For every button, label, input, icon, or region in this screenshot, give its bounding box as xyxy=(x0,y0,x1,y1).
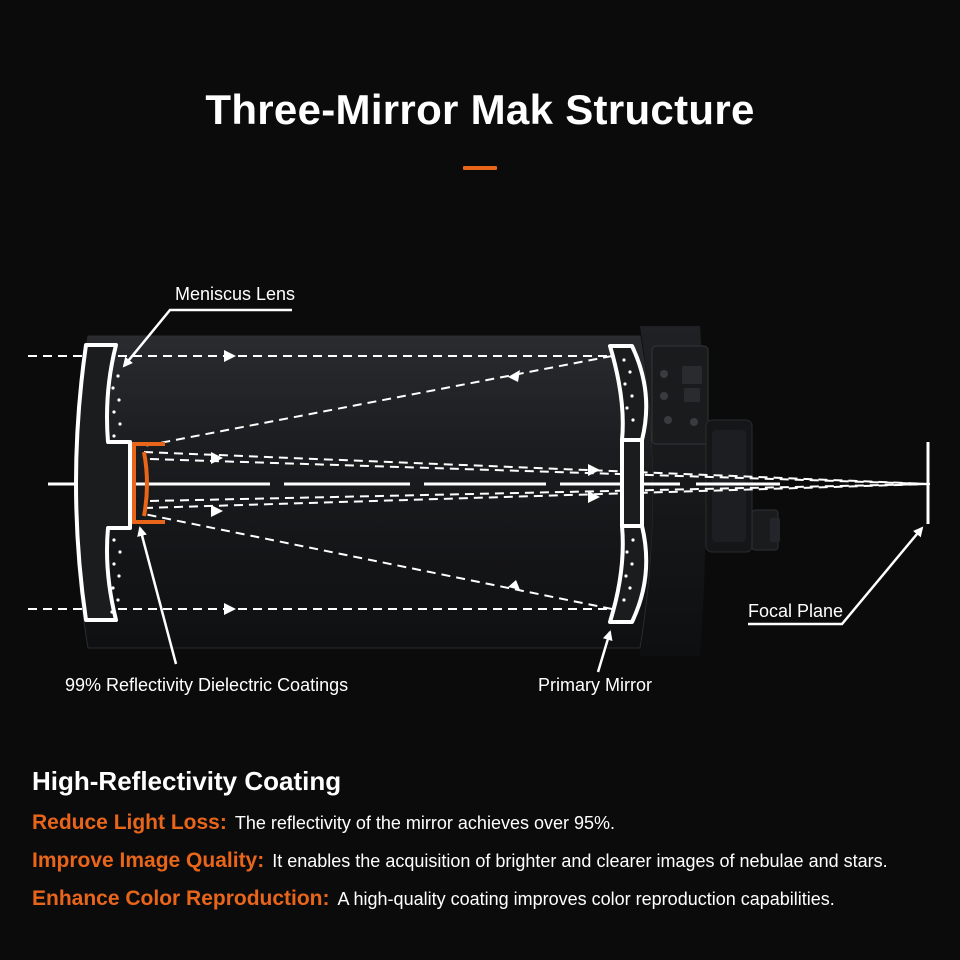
ray-arrows xyxy=(211,350,600,615)
callout-lines xyxy=(122,308,924,673)
leader-focal xyxy=(748,526,924,626)
light-rays xyxy=(28,355,931,610)
ray-reflect-top xyxy=(143,355,613,447)
coating-dots xyxy=(110,362,122,614)
primary-mirror xyxy=(608,344,649,624)
feature-desc: The reflectivity of the mirror achieves … xyxy=(234,813,616,833)
feature-key: Improve Image Quality: xyxy=(32,849,265,872)
feature-item: Enhance Color Reproduction: A high-quali… xyxy=(32,887,952,925)
feature-desc: It enables the acquisition of brighter a… xyxy=(272,851,888,871)
feature-key: Reduce Light Loss: xyxy=(32,811,227,834)
ray-secondary-bottom xyxy=(143,483,931,509)
label-coatings: 99% Reflectivity Dielectric Coatings xyxy=(65,675,349,695)
features-section: High-Reflectivity Coating Reduce Light L… xyxy=(32,766,952,925)
title-underline xyxy=(463,166,497,170)
feature-desc: A high-quality coating improves color re… xyxy=(337,889,835,909)
feature-item: Improve Image Quality: It enables the ac… xyxy=(32,849,952,887)
leader-coatings xyxy=(137,526,178,665)
meniscus-lens xyxy=(74,343,132,622)
secondary-mirror-coating xyxy=(132,442,165,524)
feature-key: Enhance Color Reproduction: xyxy=(32,887,330,910)
tube xyxy=(74,335,654,649)
leader-meniscus xyxy=(122,308,292,368)
ray-secondary-top xyxy=(143,451,931,485)
page-title: Three-Mirror Mak Structure xyxy=(205,86,755,133)
leader-primary xyxy=(596,630,613,673)
label-focal-plane: Focal Plane xyxy=(748,601,844,621)
telescope-body xyxy=(74,326,780,656)
feature-item: Reduce Light Loss: The reflectivity of t… xyxy=(32,811,952,849)
label-primary-mirror: Primary Mirror xyxy=(538,675,652,695)
label-meniscus-lens: Meniscus Lens xyxy=(175,284,296,304)
ray-reflect-bottom xyxy=(143,513,613,610)
features-heading: High-Reflectivity Coating xyxy=(32,766,342,796)
